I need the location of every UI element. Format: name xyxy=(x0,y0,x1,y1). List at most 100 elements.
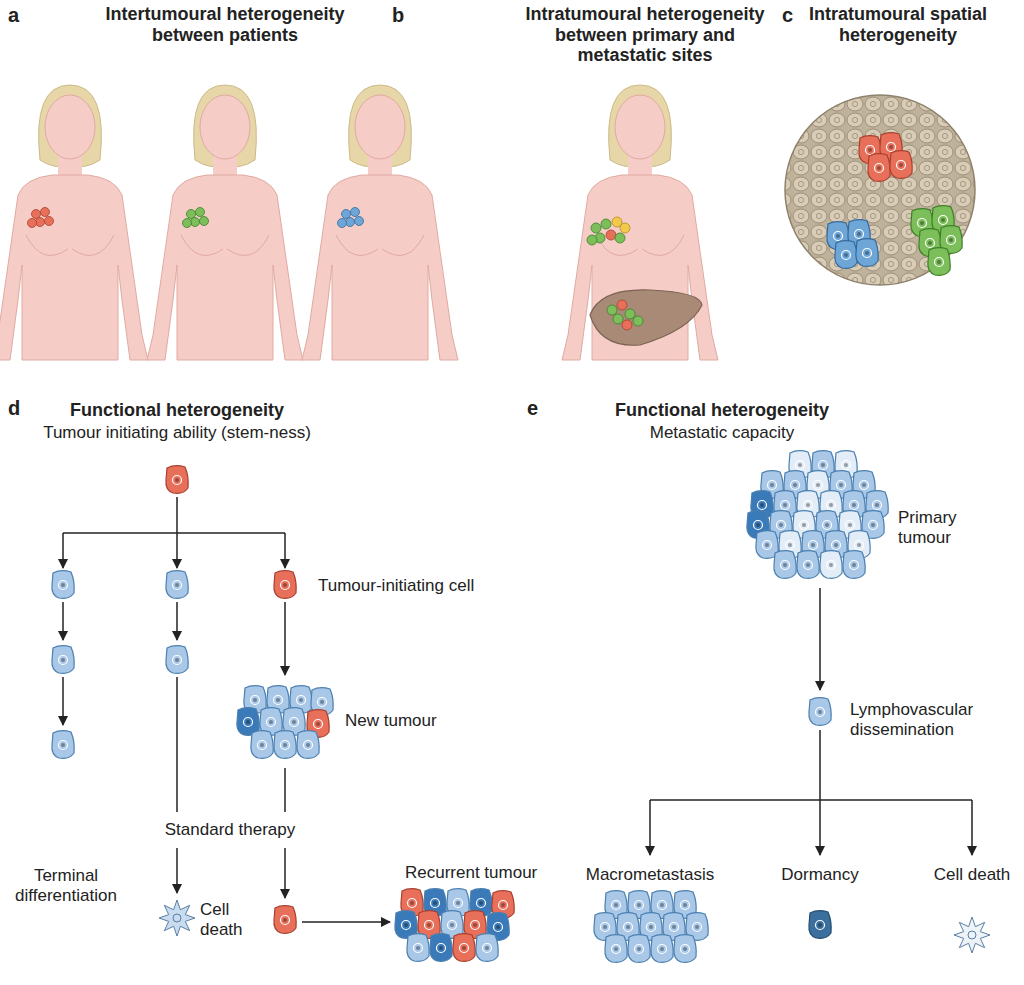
flow-arrows xyxy=(649,800,651,855)
patient-figures xyxy=(147,85,303,360)
flow-arrows xyxy=(62,533,64,568)
primary-tumour-cells xyxy=(797,551,819,579)
tumour-blue xyxy=(346,218,355,227)
patient-figures xyxy=(0,85,458,360)
flow-arrows xyxy=(819,800,821,855)
primary-tumour-mixed xyxy=(620,223,630,233)
flow-arrows xyxy=(284,848,286,898)
flow-arrows xyxy=(284,602,286,675)
tumour-green xyxy=(183,208,209,228)
liver-metastasis xyxy=(607,300,643,330)
dead-cell xyxy=(954,917,990,953)
dead-cell xyxy=(954,917,990,953)
patient-figures xyxy=(302,85,458,360)
flow-arrows xyxy=(176,533,178,568)
cell-red xyxy=(166,466,296,934)
panel-subheading: Tumour initiating ability (stem-ness) xyxy=(12,423,342,443)
subclone-red xyxy=(890,151,912,179)
panel-heading: Intratumoural heterogeneity between prim… xyxy=(518,4,773,66)
tumour-blue xyxy=(355,217,364,226)
cell-label: Terminal differentiation xyxy=(6,866,126,905)
recurrent-tumour-cells xyxy=(453,934,475,962)
liver-metastasis xyxy=(613,314,623,324)
flow-arrows xyxy=(176,848,178,893)
new-tumour-cells xyxy=(237,686,333,759)
disseminated-cell xyxy=(809,698,831,726)
cell-blue xyxy=(166,571,188,599)
tumour-section xyxy=(785,95,975,285)
flow-arrows xyxy=(176,497,178,533)
panel-heading: Intratumoural spatial heterogeneity xyxy=(783,4,1013,45)
liver xyxy=(590,290,702,345)
recurrent-tumour-cells xyxy=(430,934,452,962)
cell-label: Primary tumour xyxy=(898,508,978,547)
macrometastasis-cells xyxy=(594,891,708,963)
tumour-green xyxy=(187,210,196,219)
liver xyxy=(590,290,702,345)
tumour-blue xyxy=(342,210,351,219)
flow-arrows xyxy=(62,677,64,725)
recurrent-tumour-cells xyxy=(407,934,429,962)
liver-metastasis xyxy=(625,309,635,319)
cell-label: Lymphovascular dissemination xyxy=(850,700,1000,739)
cell-blue xyxy=(52,731,74,759)
patient-figure xyxy=(562,85,718,360)
flow-arrows xyxy=(971,800,973,855)
cell-red xyxy=(166,466,188,494)
step-label: Standard therapy xyxy=(145,820,315,840)
cell-label: Recurrent tumour xyxy=(405,863,537,883)
tumour-red xyxy=(36,218,45,227)
panel-heading: Functional heterogeneity xyxy=(592,400,852,421)
panel-letter: e xyxy=(527,397,538,420)
flow-arrows xyxy=(819,730,821,800)
outcome-label: Dormancy xyxy=(760,865,880,885)
tumour-red xyxy=(41,208,50,217)
panel-letter: a xyxy=(8,4,19,27)
flow-arrows xyxy=(176,602,178,640)
macrometastasis-cells xyxy=(674,935,696,963)
new-tumour-cells xyxy=(274,731,296,759)
cell-red xyxy=(274,906,296,934)
primary-tumour-mixed xyxy=(587,217,630,245)
macrometastasis-cells xyxy=(628,935,650,963)
panel-letter: b xyxy=(392,4,404,27)
liver-metastasis xyxy=(607,305,617,315)
tumour-green xyxy=(183,219,192,228)
flow-arrows xyxy=(302,921,390,923)
recurrent-tumour-cells xyxy=(395,889,514,962)
cell-label: New tumour xyxy=(345,711,437,731)
primary-tumour-mixed xyxy=(606,230,616,240)
new-tumour-cells xyxy=(297,731,319,759)
primary-tumour-cells xyxy=(843,551,865,579)
primary-tumour-cells xyxy=(820,551,842,579)
tumour-red xyxy=(28,219,37,228)
panel-heading: Functional heterogeneity xyxy=(47,400,307,421)
liver-metastasis xyxy=(617,300,627,310)
subclone-red xyxy=(859,133,912,182)
subclone-green xyxy=(928,248,950,276)
flow-arrows xyxy=(650,799,972,801)
tumour-blue xyxy=(351,208,360,217)
dormant-cell xyxy=(809,911,831,939)
tumour-blue xyxy=(338,208,364,228)
subclone-blue xyxy=(856,239,878,267)
dead-cell xyxy=(159,900,195,936)
dead-cell xyxy=(159,900,195,936)
flow-arrows xyxy=(63,497,390,922)
flow-arrows xyxy=(62,602,64,640)
subclone-blue xyxy=(827,220,878,269)
disseminated-cell xyxy=(809,698,831,726)
flow-arrows xyxy=(819,588,821,690)
tumour-blue xyxy=(338,219,347,228)
dormant-cell xyxy=(809,911,831,939)
cell-blue xyxy=(52,571,188,759)
panel-letter: c xyxy=(782,4,793,27)
primary-tumour-mixed xyxy=(615,233,625,243)
panel-heading: Intertumoural heterogeneity between pati… xyxy=(98,4,353,45)
liver-metastasis xyxy=(622,320,632,330)
flow-arrows xyxy=(63,532,285,534)
primary-tumour-mixed xyxy=(591,223,601,233)
tumour-green xyxy=(200,217,209,226)
patient-figure xyxy=(562,85,718,360)
